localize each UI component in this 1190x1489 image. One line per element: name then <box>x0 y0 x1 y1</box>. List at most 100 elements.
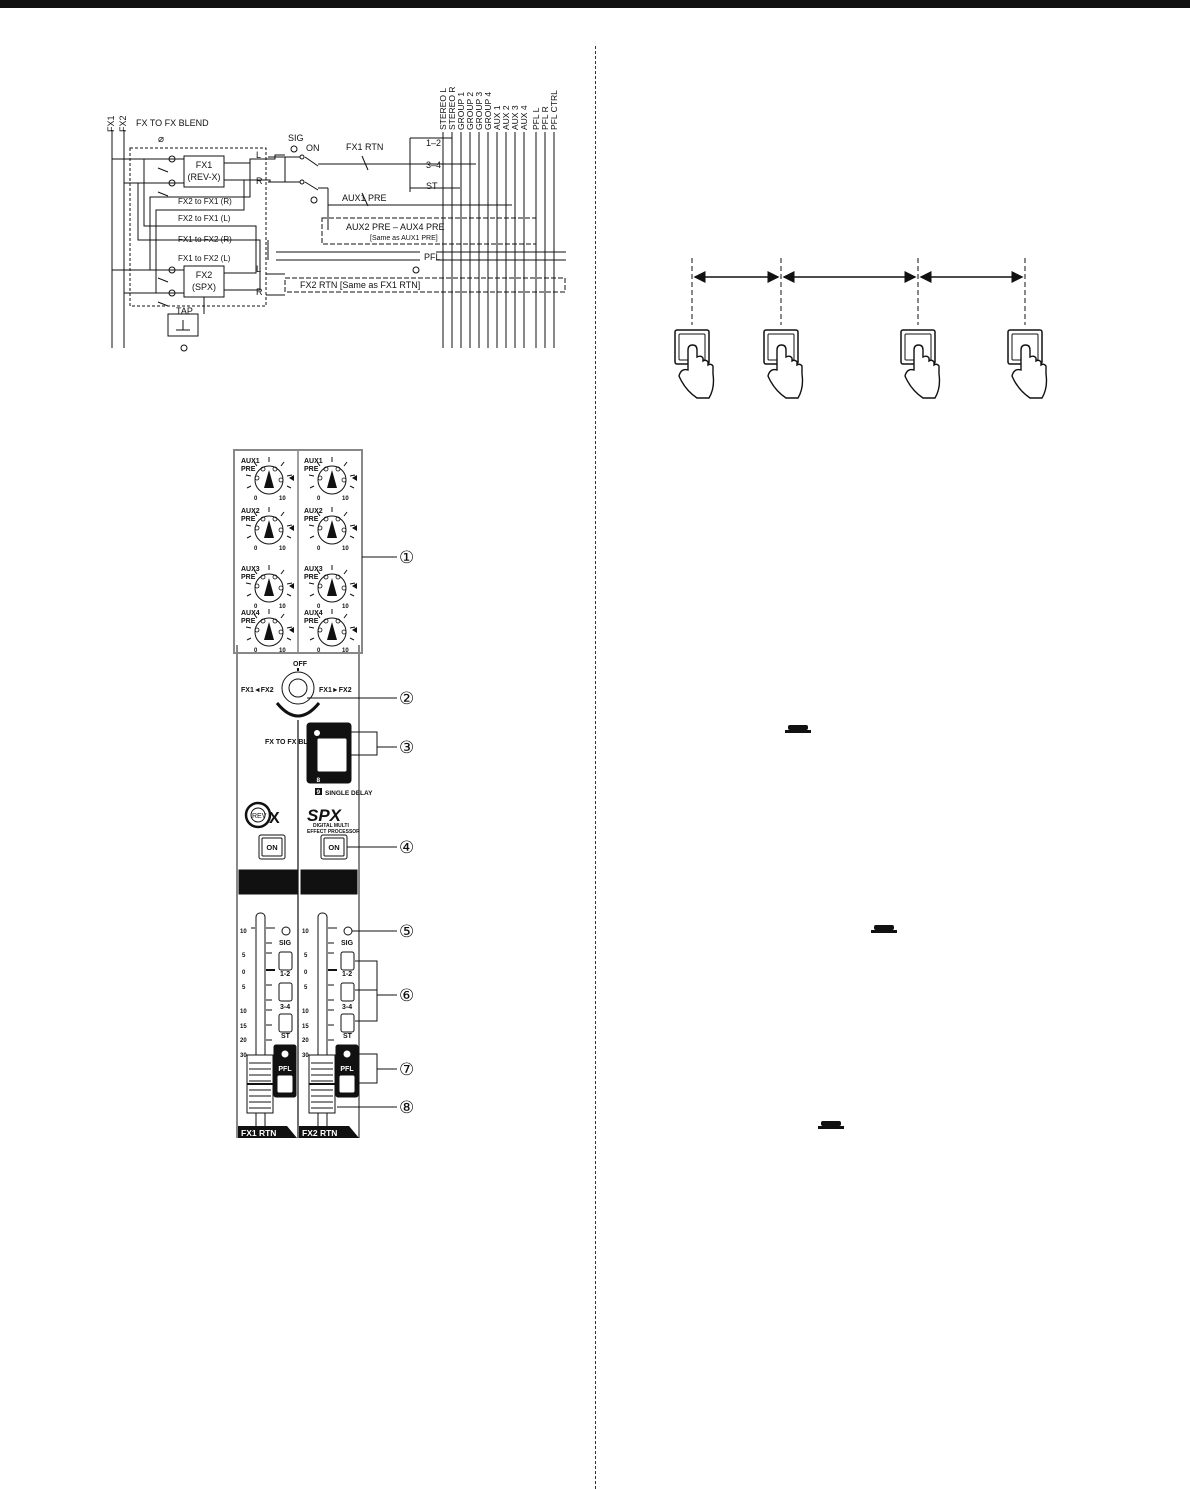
fx2-rtn-tab: FX2 RTN <box>299 1126 359 1138</box>
bus-lines <box>442 132 555 348</box>
fx2-rtn-label: FX2 RTN [Same as FX1 RTN] <box>300 280 420 290</box>
aux3-r-max: 10 <box>342 604 349 610</box>
sw-34-label: 3–4 <box>426 160 441 170</box>
fx1-scale-20: 20 <box>240 1038 247 1044</box>
fx2-route-34-label: 3-4 <box>342 1004 352 1011</box>
svg-text:FX2 RTN: FX2 RTN <box>302 1128 337 1138</box>
blend-off-label: OFF <box>293 661 308 668</box>
top-rule <box>0 0 1190 8</box>
tap-hand-1 <box>674 329 715 399</box>
callout-5: ⑤ <box>399 922 414 941</box>
on-label: ON <box>306 143 320 153</box>
aux2-r-max: 10 <box>342 546 349 552</box>
fx2-route-12-button[interactable] <box>340 951 355 971</box>
button-icon-1 <box>785 725 811 733</box>
fx2-route-34-button[interactable] <box>340 982 355 1002</box>
fx1-on-button[interactable]: ON <box>258 834 286 860</box>
sw-12-label: 1–2 <box>426 138 441 148</box>
fx1-route-34-label: 3-4 <box>280 1004 290 1011</box>
fx2-pfl-button[interactable]: PFL <box>335 1044 359 1098</box>
fx1-scale-15: 15 <box>240 1024 247 1030</box>
aux1-r-max: 10 <box>342 496 349 502</box>
aux2-l-label: AUX2 <box>241 508 260 515</box>
fx1-sig-led <box>281 926 291 936</box>
callout-3: ③ <box>399 738 414 757</box>
fx1-route-st-button[interactable] <box>278 1013 293 1033</box>
svg-text:REV: REV <box>252 813 267 820</box>
fx1-sig-label: SIG <box>279 940 292 947</box>
aux2-l-min: 0 <box>254 546 258 552</box>
bus-label-group-3: GROUP 3 <box>474 92 484 130</box>
blend-right-label: FX1►FX2 <box>319 687 352 694</box>
fx2-fader-knob[interactable] <box>308 1054 336 1114</box>
bus-label-group-1: GROUP 1 <box>456 92 466 130</box>
callout-7: ⑦ <box>399 1060 414 1079</box>
fx1-fader-knob[interactable] <box>246 1054 274 1114</box>
aux1-l-label: AUX1 <box>241 458 260 465</box>
fx1-rtn-tab: FX1 RTN <box>238 1126 297 1138</box>
aux2-r-label: AUX2 <box>304 508 323 515</box>
fx2-sig-label: SIG <box>341 940 354 947</box>
fx1-box-sub: (REV-X) <box>187 172 220 182</box>
fx2-scale-0: 0 <box>304 970 308 976</box>
fx2-route-st-button[interactable] <box>340 1013 355 1033</box>
fx2-scale-10b: 10 <box>302 1009 309 1015</box>
aux2-l-max: 10 <box>279 546 286 552</box>
delay-9-num: 9 <box>317 789 321 796</box>
fx-block-diagram: FX1 FX2 FX TO FX BLEND ⌀ FX1 (REV-X) FX2… <box>106 87 566 352</box>
fx1-out-l: L <box>256 150 261 160</box>
fx1-scale-30: 30 <box>240 1053 247 1059</box>
bus-label-group-4: GROUP 4 <box>483 92 493 130</box>
button-icon-3 <box>818 1121 844 1129</box>
fx1-route-12-label: 1-2 <box>280 971 290 978</box>
tap-button[interactable] <box>306 722 352 784</box>
fx1-route-12-button[interactable] <box>278 951 293 971</box>
callout-6: ⑥ <box>399 986 414 1005</box>
fx2-sig-led <box>343 926 353 936</box>
bus-label-aux-3: AUX 3 <box>510 105 520 130</box>
aux3-l-min: 0 <box>254 604 258 610</box>
fx2-on-button[interactable]: ON <box>320 834 348 860</box>
aux3-l-pre: PRE <box>241 574 256 581</box>
input-fx1-label: FX1 <box>106 115 116 132</box>
rev-x-logo: REV X <box>244 801 280 829</box>
aux3-r-label: AUX3 <box>304 566 323 573</box>
aux3-l-label: AUX3 <box>241 566 260 573</box>
aux4-r-min: 0 <box>317 648 321 654</box>
blend-left-label: FX1◄FX2 <box>241 687 274 694</box>
fx1-scale-5b: 5 <box>242 985 246 991</box>
fx1-scale-10: 10 <box>240 929 247 935</box>
aux3-r-min: 0 <box>317 604 321 610</box>
aux4-r-pre: PRE <box>304 618 319 625</box>
bus-label-group-2: GROUP 2 <box>465 92 475 130</box>
fx2-scale-20: 20 <box>302 1038 309 1044</box>
svg-text:ON: ON <box>266 843 277 852</box>
bus-label-aux-2: AUX 2 <box>501 105 511 130</box>
sw-st-label: ST <box>426 181 438 191</box>
fx1-route-34-button[interactable] <box>278 982 293 1002</box>
fx2-box-title: FX2 <box>196 270 213 280</box>
aux3-r-pre: PRE <box>304 574 319 581</box>
aux1-r-label: AUX1 <box>304 458 323 465</box>
bus-label-pfl-ctrl: PFL CTRL <box>549 90 559 130</box>
fx2-scale-5a: 5 <box>304 953 308 959</box>
fx1-scale-0: 0 <box>242 970 246 976</box>
blend-label: FX TO FX BLEND <box>136 118 209 128</box>
fx1-pfl-button[interactable]: PFL <box>273 1044 297 1098</box>
aux-same-label: [Same as AUX1 PRE] <box>370 235 438 242</box>
pfl-label: PFL <box>424 252 441 262</box>
blend-name-label: FX TO FX BLEND <box>265 739 322 746</box>
fx2-out-l: L <box>256 264 261 274</box>
bus-label-aux-4: AUX 4 <box>519 105 529 130</box>
bus-label-aux-1: AUX 1 <box>492 105 502 130</box>
fx-to-fx-blend-knob[interactable] <box>275 668 321 718</box>
svg-text:EFFECT PROCESSOR: EFFECT PROCESSOR <box>307 829 360 835</box>
callout-2: ② <box>399 689 414 708</box>
svg-text:X: X <box>269 810 280 827</box>
bus-label-stereo-r: STEREO R <box>447 87 457 130</box>
aux1-l-max: 10 <box>279 496 286 502</box>
fx2-name-strip <box>300 869 358 895</box>
fx2-scale-30: 30 <box>302 1053 309 1059</box>
aux3-l-max: 10 <box>279 604 286 610</box>
fx2-out-r: R <box>256 287 263 297</box>
